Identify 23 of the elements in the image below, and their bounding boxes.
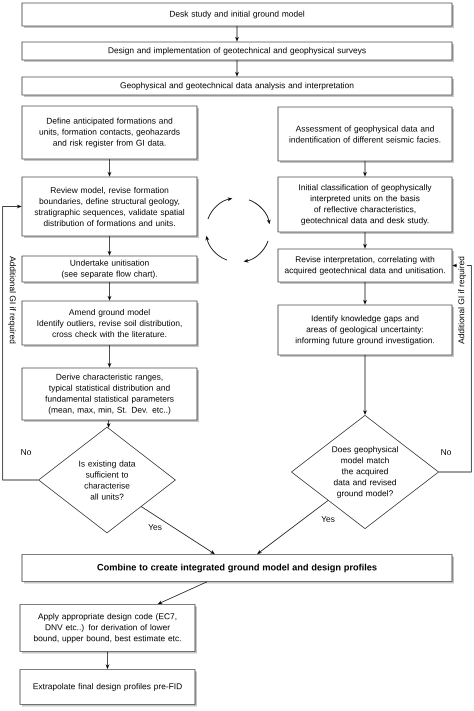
side-label: Additional GI if required [457,255,467,345]
process-box: Design and implementation of geotechnical and geophysical surveys [22,42,454,62]
process-box: Define anticipated formations and units, formation contacts, geohazards and risk register from GI data. [22,106,199,161]
process-box: Combine to create integrated ground model and design profiles [22,554,454,584]
edge-label: Yes [147,523,163,531]
edge-label: No [20,448,32,456]
process-box: Review model, revise formation boundaries, define structural geology, stratigraphic sequences, validate spatial distribution of formations and units. [22,176,199,238]
process-box: Amend ground model Identify outliers, revise soil distribution, cross check with the literature. [22,300,199,347]
arrow [141,506,215,554]
process-box: Desk study and initial ground model [22,2,454,28]
process-box: Undertake unitisation (see separate flow chart). [22,256,199,284]
process-box: Revise interpretation, correlating with acquired geotechnical data and unitisation. [278,248,454,284]
process-box: Derive characteristic ranges, typical statistical distribution and fundamental statistical parameters (mean, max, min, St. Dev. etc..) [22,368,199,422]
process-box: Initial classification of geophysically interpreted units on the basis of reflective characteristics, geotechnical data and desk study. [278,176,454,234]
process-box: Extrapolate final design profiles pre-FID [20,669,197,706]
process-box: Assessment of geophysical data and indentification of different seismic facies. [278,106,454,163]
process-box: Identify knowledge gaps and areas of geological uncertainty: informing future ground investigation. [278,304,454,357]
process-box: Apply appropriate design code (EC7, DNV etc..) for derivation of lower bound, upper bound, best estimate etc. [20,604,197,654]
process-box: Geophysical and geotechnical data analysis and interpretation [22,76,454,97]
side-label: Additional GI if required [7,255,17,345]
arrow [2,204,39,480]
edge-label: No [440,448,452,456]
edge-label: Yes [320,515,336,523]
